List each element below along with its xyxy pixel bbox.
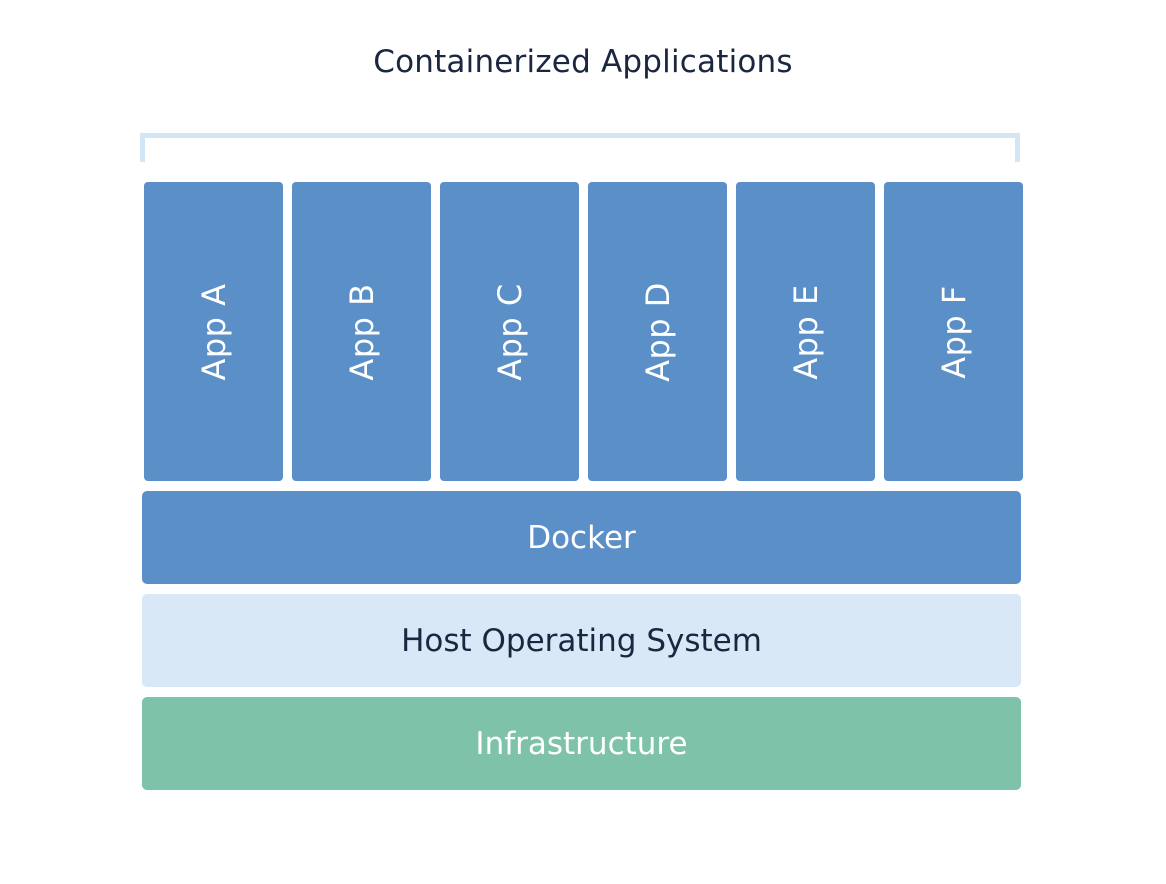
app-label: App A [194, 283, 233, 381]
infrastructure-label: Infrastructure [475, 725, 688, 762]
apps-group-bracket [140, 133, 1020, 162]
apps-row: App A App B App C App D App E App F [144, 182, 1023, 481]
app-label: App B [342, 283, 381, 381]
diagram-title: Containerized Applications [373, 44, 793, 80]
app-label: App D [638, 282, 677, 382]
app-block-d: App D [588, 182, 727, 481]
app-label: App E [786, 284, 825, 380]
app-label: App C [490, 283, 529, 381]
docker-label: Docker [527, 519, 636, 556]
app-block-b: App B [292, 182, 431, 481]
app-label: App F [934, 285, 973, 379]
app-block-a: App A [144, 182, 283, 481]
host-os-layer: Host Operating System [142, 594, 1021, 687]
host-os-label: Host Operating System [401, 622, 762, 659]
infrastructure-layer: Infrastructure [142, 697, 1021, 790]
app-block-c: App C [440, 182, 579, 481]
docker-layer: Docker [142, 491, 1021, 584]
app-block-e: App E [736, 182, 875, 481]
app-block-f: App F [884, 182, 1023, 481]
